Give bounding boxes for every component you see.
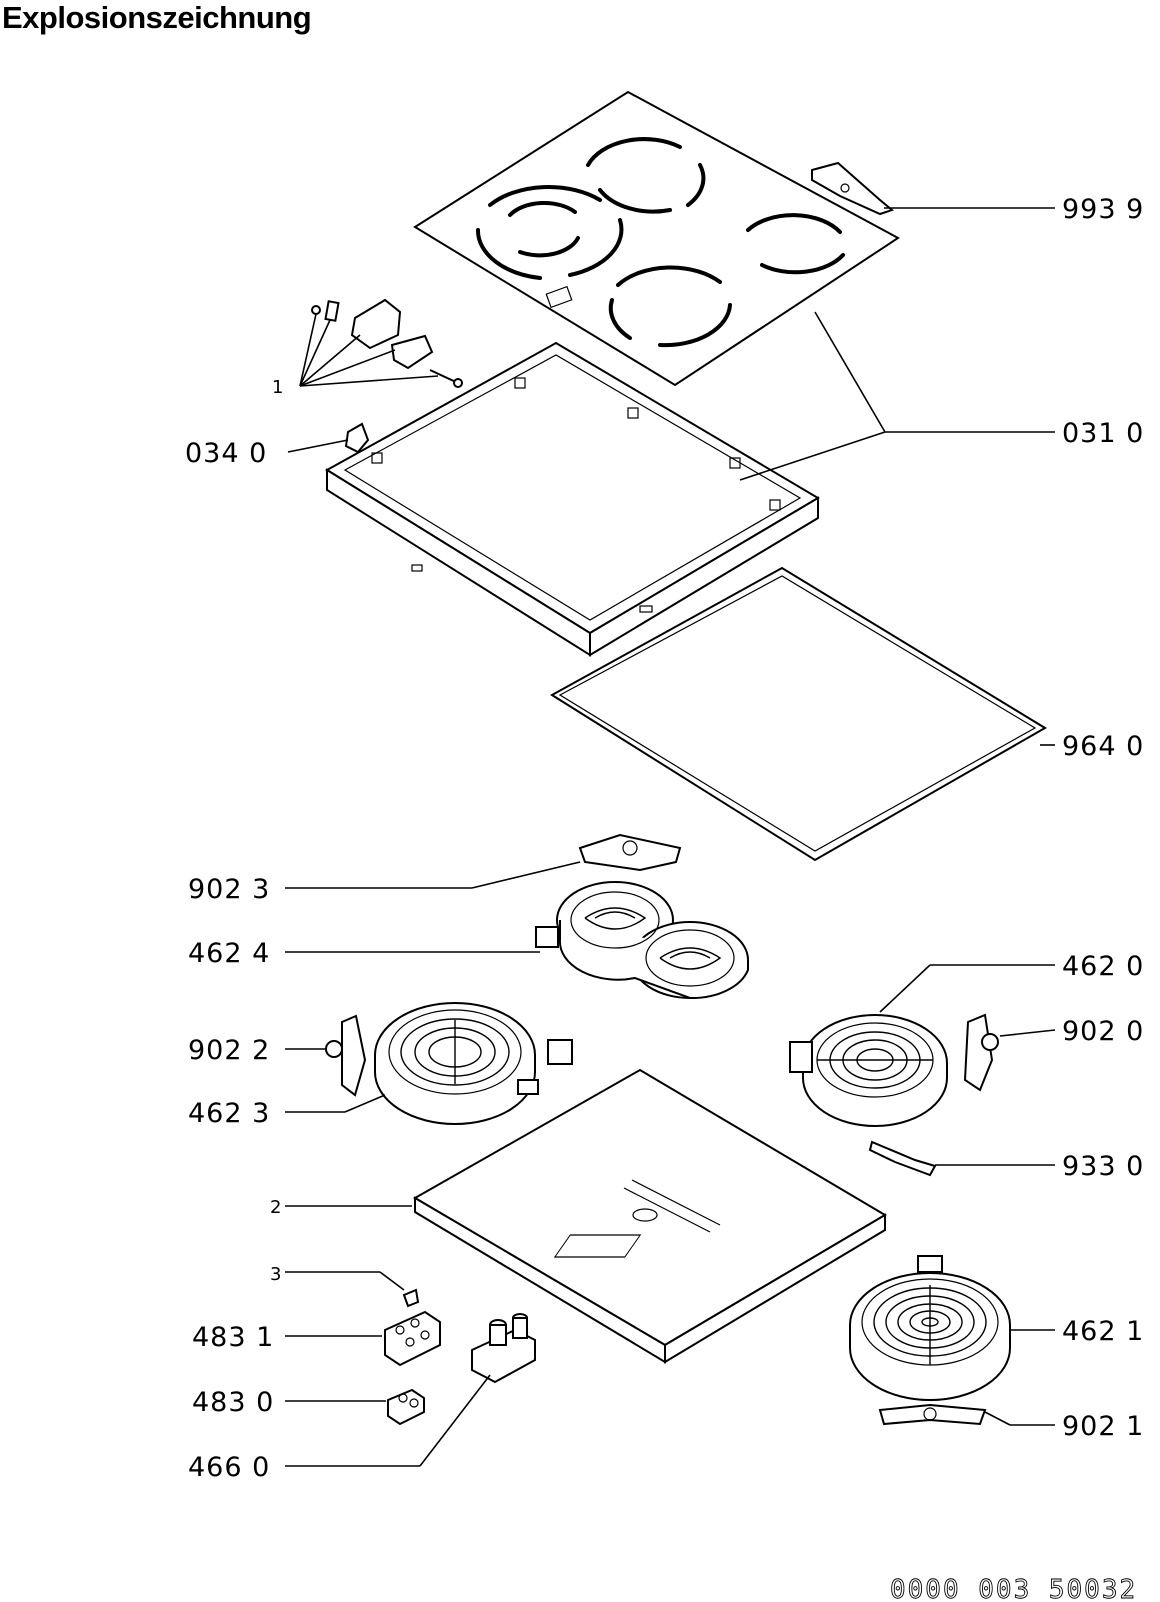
label-462-3: 462 3 [188,1098,270,1129]
glass-ceramic-top [413,90,900,387]
label-902-2: 902 2 [188,1035,270,1066]
label-483-1: 483 1 [192,1322,274,1353]
label-993-9: 993 9 [1062,194,1144,225]
label-933-0: 933 0 [1062,1151,1144,1182]
holder-clip-part [287,422,370,454]
terminal-block-483-0 [285,1388,425,1426]
label-964-0: 964 0 [1062,731,1144,762]
bracket-902-1 [878,1403,1055,1426]
page-title: Explosionszeichnung [2,0,312,35]
label-034-0: 034 0 [185,438,267,469]
label-902-3: 902 3 [188,874,270,905]
heater-462-0 [789,964,1055,1127]
document-number: 0000 003 50032 [890,1575,1137,1602]
terminal-block-483-1 [285,1310,441,1367]
label-3: 3 [270,1264,281,1285]
label-2: 2 [270,1197,281,1218]
bracket-902-2 [285,1014,367,1097]
clip-parts-group [299,298,463,388]
heater-462-1 [849,1255,1055,1401]
heater-462-4 [285,881,749,1000]
cooktop-frame [325,311,1055,657]
label-1: 1 [272,377,283,398]
cap-part [285,1271,420,1308]
limiter-933-0 [868,1140,1055,1177]
label-462-0: 462 0 [1062,951,1144,982]
label-483-0: 483 0 [192,1387,274,1418]
heater-462-3 [285,1002,573,1125]
label-462-4: 462 4 [188,938,270,969]
label-902-0: 902 0 [1062,1016,1144,1047]
label-031-0: 031 0 [1062,418,1144,449]
bottom-tray [285,1068,887,1364]
bracket-902-3 [285,833,682,889]
label-466-0: 466 0 [188,1452,270,1483]
bracket-902-0 [963,1013,1056,1092]
gasket-seal [550,566,1055,862]
label-902-1: 902 1 [1062,1411,1144,1442]
sensor-bracket-part [811,161,1055,216]
connector-466-0 [285,1313,536,1467]
label-462-1: 462 1 [1062,1316,1144,1347]
